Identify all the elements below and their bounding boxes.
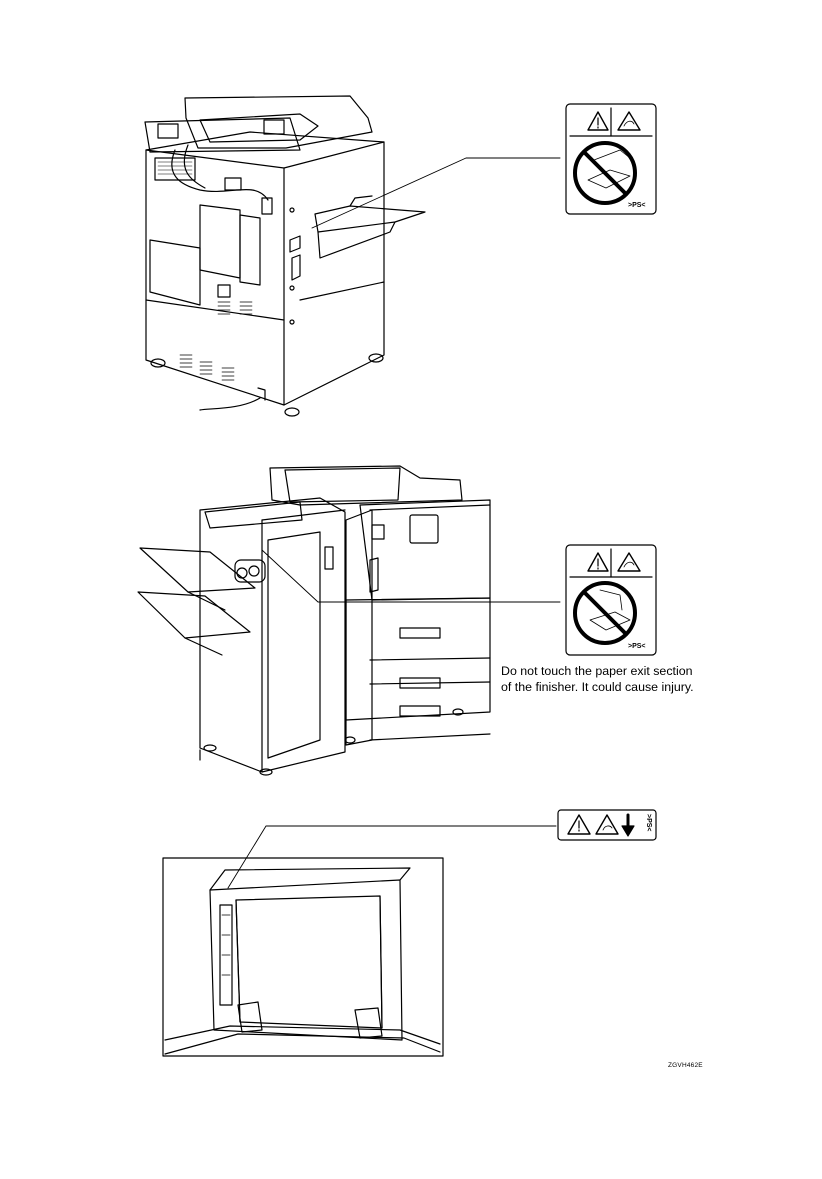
caption-line-1: Do not touch the paper exit section bbox=[501, 663, 741, 679]
warning-caption: Do not touch the paper exit section of t… bbox=[501, 663, 741, 695]
copier-rear-view bbox=[145, 96, 560, 416]
caption-line-2: of the finisher. It could cause injury. bbox=[501, 679, 741, 695]
warning-triangle-icon bbox=[588, 112, 608, 130]
top-label-code: >PS< bbox=[628, 202, 646, 209]
prohibition-icon bbox=[575, 583, 635, 643]
copier-with-finisher bbox=[138, 466, 560, 775]
hand-caution-icon bbox=[596, 815, 618, 834]
bottom-warning-label bbox=[558, 810, 656, 840]
down-arrow-icon bbox=[622, 815, 634, 836]
middle-label-code: >PS< bbox=[628, 643, 646, 650]
hand-caution-icon bbox=[618, 553, 640, 571]
platen-cover-view bbox=[163, 826, 556, 1056]
bottom-label-code: >PS< bbox=[645, 814, 652, 832]
prohibition-icon bbox=[575, 143, 635, 203]
top-warning-label bbox=[566, 104, 656, 214]
hand-caution-icon bbox=[618, 112, 640, 130]
figure-id: ZGVH462E bbox=[668, 1062, 703, 1069]
warning-triangle-icon bbox=[568, 815, 590, 834]
middle-warning-label bbox=[566, 545, 656, 655]
warning-triangle-icon bbox=[588, 553, 608, 571]
